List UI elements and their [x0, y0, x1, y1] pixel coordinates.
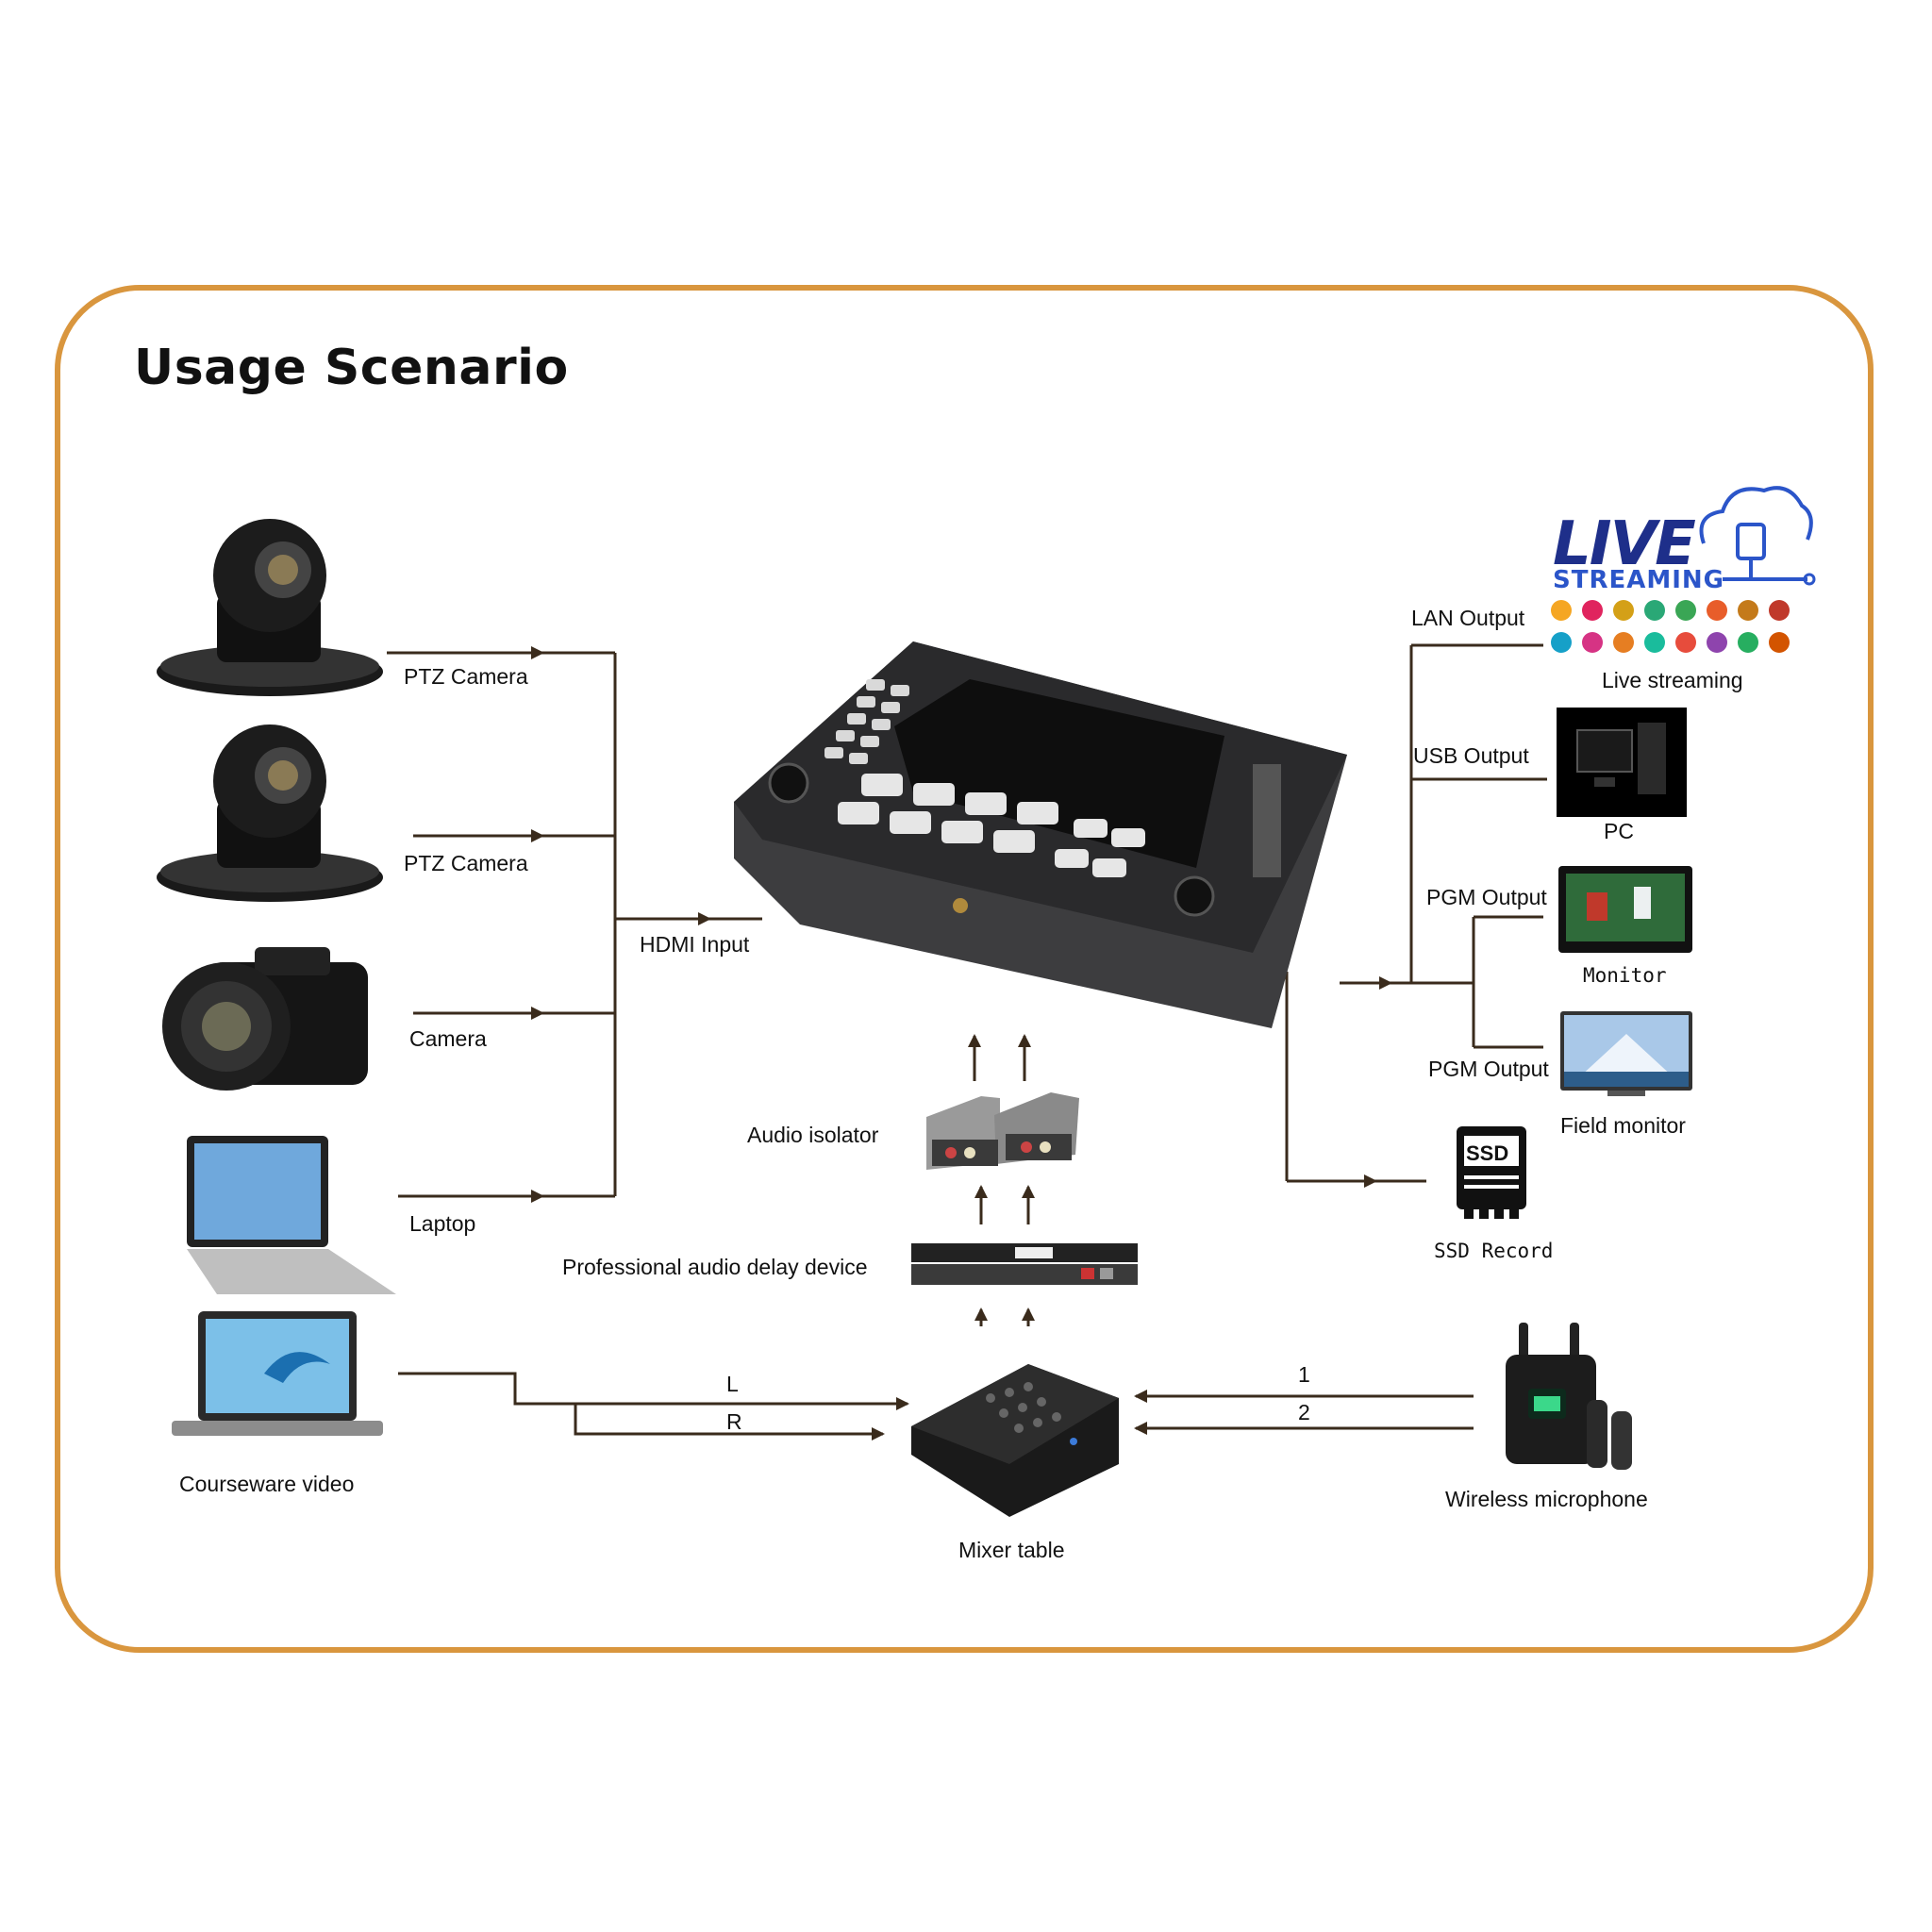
hdmi-input-label: HDMI Input: [640, 932, 750, 957]
social-icons-grid: [1551, 600, 1790, 653]
ssd-icon: [1457, 1126, 1526, 1219]
ptz-camera-icon: [157, 724, 383, 902]
channel-1-label: 1: [1298, 1362, 1310, 1387]
monitor-label: Monitor: [1583, 964, 1667, 987]
border-frame: [55, 285, 1874, 1653]
video-switcher-device: [734, 641, 1347, 1028]
courseware-label: Courseware video: [179, 1472, 355, 1496]
social-icon: [1551, 600, 1572, 621]
social-icon: [1738, 632, 1758, 653]
pc-label: PC: [1604, 819, 1634, 843]
social-icon: [1675, 600, 1696, 621]
field-monitor-label: Field monitor: [1560, 1113, 1686, 1138]
social-icon: [1613, 632, 1634, 653]
social-icon: [1769, 632, 1790, 653]
page-title: Usage Scenario: [134, 340, 569, 396]
social-icon: [1582, 632, 1603, 653]
courseware-laptop-icon: [172, 1311, 383, 1436]
ptz-camera-label-1: PTZ Camera: [404, 664, 528, 689]
pc-icon: [1557, 708, 1687, 817]
social-icon: [1675, 632, 1696, 653]
social-icon: [1582, 600, 1603, 621]
field-monitor-icon: [1560, 1011, 1692, 1096]
laptop-label: Laptop: [409, 1211, 476, 1236]
channel-l-label: L: [726, 1372, 739, 1396]
pgm-output-label-2: PGM Output: [1428, 1057, 1549, 1081]
social-icon: [1644, 600, 1665, 621]
channel-2-label: 2: [1298, 1400, 1310, 1424]
cloud-network-icon: [1699, 486, 1816, 586]
ssd-record-label: SSD Record: [1434, 1240, 1554, 1262]
social-icon: [1644, 632, 1665, 653]
monitor-icon: [1558, 866, 1692, 953]
dslr-camera-icon: [162, 947, 368, 1091]
social-icon: [1551, 632, 1572, 653]
social-icon: [1707, 600, 1727, 621]
streaming-logo-text: STREAMING: [1553, 566, 1725, 594]
social-icon: [1769, 600, 1790, 621]
channel-r-label: R: [726, 1409, 742, 1434]
social-icon: [1707, 632, 1727, 653]
laptop-icon: [187, 1136, 396, 1294]
audio-delay-device-icon: [911, 1243, 1138, 1285]
camera-label: Camera: [409, 1026, 487, 1051]
social-icon: [1613, 600, 1634, 621]
wireless-microphone-label: Wireless microphone: [1445, 1487, 1648, 1511]
ptz-camera-label-2: PTZ Camera: [404, 851, 528, 875]
ssd-badge-text: SSD: [1466, 1141, 1509, 1165]
lan-output-label: LAN Output: [1411, 606, 1525, 630]
mixer-table-icon: [911, 1364, 1119, 1517]
ptz-camera-icon: [157, 519, 383, 696]
mixer-table-label: Mixer table: [958, 1538, 1065, 1562]
pgm-output-label-1: PGM Output: [1426, 885, 1547, 909]
wireless-microphone-icon: [1506, 1323, 1632, 1470]
usb-output-label: USB Output: [1413, 743, 1529, 768]
audio-isolator-label: Audio isolator: [747, 1123, 879, 1147]
audio-delay-label: Professional audio delay device: [562, 1255, 868, 1279]
live-logo-text: LIVE: [1553, 509, 1696, 579]
audio-isolator-icon: [926, 1092, 1079, 1170]
social-icon: [1738, 600, 1758, 621]
live-streaming-label: Live streaming: [1602, 668, 1743, 692]
